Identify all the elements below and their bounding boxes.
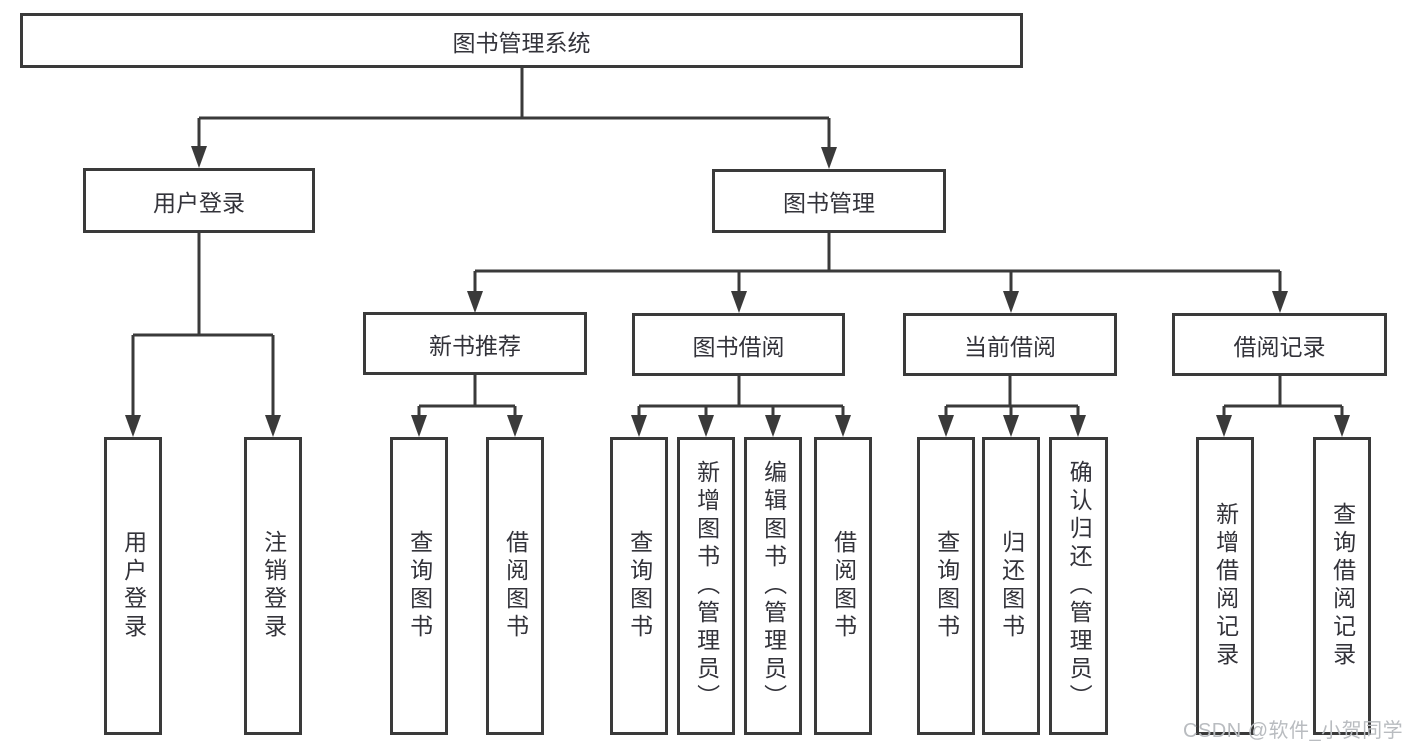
node-leaf-borrow-book: 借阅图书 <box>814 437 872 735</box>
node-label: 归还图书 <box>998 530 1025 642</box>
node-label: 用户登录 <box>120 530 147 642</box>
node-new-book-recommend: 新书推荐 <box>363 312 587 375</box>
node-leaf-logout: 注销登录 <box>244 437 302 735</box>
node-label: 新增图书（管理员） <box>693 460 720 712</box>
node-label: 查询图书 <box>933 530 960 642</box>
node-leaf-query-books-recommend: 查询图书 <box>390 437 448 735</box>
node-leaf-edit-book-admin: 编辑图书（管理员） <box>744 437 802 735</box>
node-label: 编辑图书（管理员） <box>760 460 787 712</box>
node-label: 确认归还（管理员） <box>1066 460 1093 712</box>
node-leaf-confirm-return-admin: 确认归还（管理员） <box>1049 437 1108 735</box>
node-leaf-borrow-book-recommend: 借阅图书 <box>486 437 544 735</box>
node-label: 借阅图书 <box>830 530 857 642</box>
node-leaf-query-borrow-record: 查询借阅记录 <box>1313 437 1371 735</box>
node-label: 查询借阅记录 <box>1329 502 1356 670</box>
node-label: 查询图书 <box>406 530 433 642</box>
node-label: 借阅图书 <box>502 530 529 642</box>
csdn-watermark: CSDN @软件_小贺同学 <box>1183 720 1404 742</box>
node-book-management: 图书管理 <box>712 169 946 233</box>
node-label: 查询图书 <box>626 530 653 642</box>
node-borrow-records: 借阅记录 <box>1172 313 1387 376</box>
node-label: 新增借阅记录 <box>1212 502 1239 670</box>
node-leaf-user-login: 用户登录 <box>104 437 162 735</box>
node-current-borrow: 当前借阅 <box>903 313 1117 376</box>
node-book-borrow: 图书借阅 <box>632 313 845 376</box>
node-label: 注销登录 <box>260 530 287 642</box>
node-library-system: 图书管理系统 <box>20 13 1023 68</box>
node-leaf-return-book: 归还图书 <box>982 437 1040 735</box>
node-leaf-add-book-admin: 新增图书（管理员） <box>677 437 735 735</box>
arrowheads <box>125 146 1350 437</box>
node-user-login: 用户登录 <box>83 168 315 233</box>
node-leaf-query-books-current: 查询图书 <box>917 437 975 735</box>
node-leaf-query-books-borrow: 查询图书 <box>610 437 668 735</box>
node-leaf-add-borrow-record: 新增借阅记录 <box>1196 437 1254 735</box>
